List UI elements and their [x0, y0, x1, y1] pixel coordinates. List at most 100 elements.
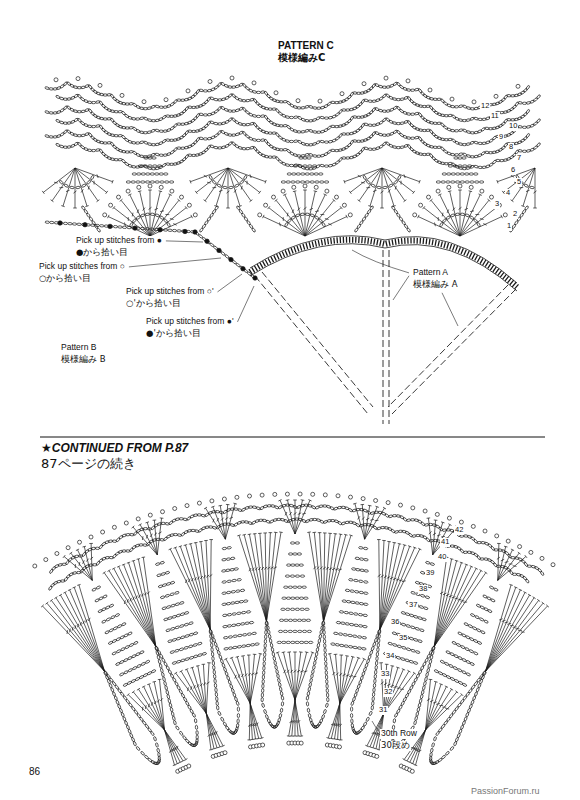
chain-stitch: [81, 205, 85, 210]
chain-stitch: [441, 181, 445, 183]
chain-stitch: [227, 580, 232, 583]
chain-stitch: [336, 621, 341, 624]
chain-stitch: [239, 266, 244, 271]
stitch-line: [480, 218, 484, 220]
chain-stitch: [95, 224, 100, 227]
stitch-line: [204, 175, 207, 177]
chain-stitch: [442, 173, 446, 175]
chain-stitch: [197, 642, 202, 645]
picot: [223, 751, 227, 755]
picot: [469, 185, 473, 189]
chain-stitch: [140, 214, 145, 218]
chain-stitch: [228, 636, 233, 639]
stitch-line: [366, 187, 370, 188]
stitch-line: [300, 671, 303, 673]
stitch-line: [284, 670, 286, 673]
chain-stitch: [160, 596, 165, 599]
chain-stitch: [204, 100, 209, 105]
chain-stitch: [246, 610, 251, 613]
chain-stitch: [363, 547, 368, 550]
picot: [428, 88, 432, 92]
stitch-line: [419, 180, 420, 183]
stitch-line: [358, 200, 361, 202]
chain-stitch: [86, 180, 91, 185]
chain-stitch: [72, 223, 77, 226]
stitch-line: [248, 673, 251, 675]
chain-stitch: [138, 165, 142, 167]
chain-stitch: [161, 572, 166, 575]
chain-stitch: [155, 181, 159, 183]
stitch-line: [206, 508, 226, 539]
chain-stitch: [222, 614, 227, 617]
stitch-line: [83, 560, 85, 564]
stitch-line: [397, 687, 401, 689]
chain-stitch: [137, 173, 141, 175]
chain-stitch: [354, 590, 359, 593]
chain-stitch: [349, 623, 354, 626]
chain-stitch: [235, 601, 240, 604]
chain-stitch: [59, 180, 64, 185]
stitch-line: [251, 673, 254, 675]
chain-stitch: [177, 230, 182, 233]
chain-stitch: [358, 150, 363, 155]
chain-stitch: [165, 571, 170, 574]
stitch-line: [295, 700, 301, 736]
chain-stitch: [306, 619, 310, 621]
stitch-line: [305, 190, 306, 236]
stitch-line: [290, 670, 293, 673]
stitch-line: [132, 526, 135, 528]
chain-stitch: [264, 139, 268, 144]
stitch-line: [124, 223, 126, 227]
chain-stitch: [431, 108, 436, 113]
stitch-line: [460, 190, 461, 236]
stitch-line: [404, 200, 407, 202]
chain-stitch: [231, 117, 236, 122]
chain-stitch: [284, 619, 288, 621]
chain-stitch: [66, 105, 71, 110]
stitch-line: [137, 210, 139, 213]
stitch-line: [149, 207, 152, 209]
chain-stitch: [255, 101, 260, 106]
stitch-line: [218, 746, 221, 747]
stitch-line: [76, 549, 79, 551]
chain-stitch: [293, 164, 298, 167]
chain-stitch: [160, 181, 164, 183]
stitch-line: [382, 168, 383, 208]
stitch-line: [339, 739, 343, 740]
chain-stitch: [247, 633, 252, 636]
chain-stitch: [451, 181, 455, 183]
stitch-line: [526, 190, 530, 191]
stitch-line: [74, 191, 77, 193]
stitch-line: [215, 747, 218, 748]
stitch-line: [334, 654, 338, 655]
stitch-line: [148, 704, 149, 708]
chain-stitch: [245, 123, 250, 126]
stitch-line: [180, 670, 183, 672]
picot: [261, 743, 265, 747]
chain-stitch: [293, 165, 297, 167]
pickup-dot: [241, 267, 245, 271]
chain-stitch: [110, 142, 115, 147]
chain-stitch: [288, 586, 292, 588]
picot: [109, 203, 113, 207]
chain-stitch: [299, 564, 303, 566]
stitch-line: [375, 520, 379, 521]
stitch-line: [460, 191, 470, 236]
chain-stitch: [355, 152, 360, 156]
chain-stitch: [176, 614, 181, 617]
chain-stitch: [64, 184, 69, 188]
stitch-line: [151, 702, 153, 706]
stitch-line: [139, 689, 165, 730]
picot: [362, 82, 366, 86]
stitch-line: [280, 500, 295, 534]
chain-stitch: [320, 116, 325, 119]
chain-stitch: [440, 98, 445, 103]
chain-stitch: [307, 630, 311, 632]
chain-stitch: [411, 649, 416, 652]
stitch-line: [382, 168, 405, 201]
chain-stitch: [159, 173, 163, 175]
chain-stitch: [80, 97, 85, 101]
stitch-line: [165, 730, 178, 764]
chain-stitch: [460, 213, 465, 216]
stitch-line: [250, 703, 262, 738]
